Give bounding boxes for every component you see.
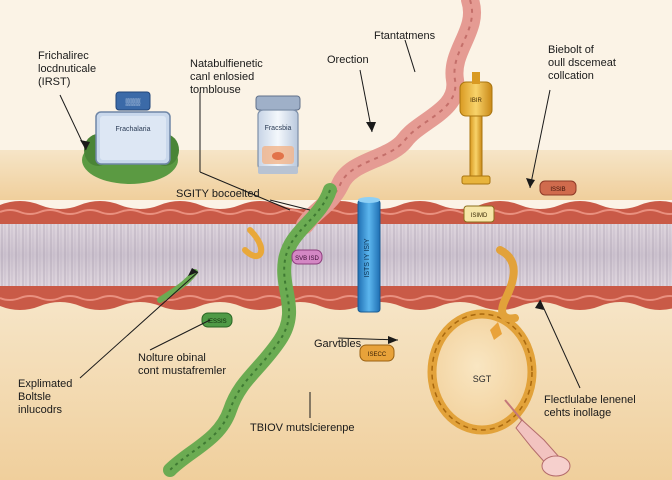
label-bottom-right: Flectlulabe lenenel cehts inollage	[544, 394, 636, 419]
label-top-left: Frichalirec locdnuticale (IRST)	[38, 50, 97, 88]
green-small-fiber	[157, 269, 198, 303]
gold-post-icon: IBIR	[459, 72, 493, 185]
pink-fiber-texture	[304, 0, 473, 226]
label-bottom-left: Explimated Boltsle inlucodrs	[18, 378, 73, 416]
crate-sign	[115, 91, 151, 111]
cytoplasm-region	[0, 300, 672, 480]
red-box-text: ISSIB	[550, 187, 565, 193]
orange-box-text: ISECC	[368, 352, 387, 358]
upper-head-layer	[0, 201, 672, 224]
crate-body-text: Frachalaria	[115, 126, 150, 133]
leader-arrowheads	[80, 122, 544, 344]
crate-sign-text: ▒▒▒	[126, 98, 141, 106]
green-protein-coil	[163, 183, 337, 477]
orange-marker-box	[359, 344, 395, 362]
pink-protein-text: SVB ISD	[295, 256, 319, 262]
label-bottom-center: TBIOV mutslcierenpe	[250, 422, 355, 434]
label-membrane-left: SGITY bocoelted	[176, 188, 260, 200]
channel-text: ISTS IY ISIY	[364, 238, 371, 277]
crate-protein-icon: ▒▒▒ Frachalaria	[82, 91, 179, 184]
membrane-box-text: ISIMD	[471, 213, 488, 219]
label-top-right-center: Ftantatmens	[374, 30, 436, 42]
label-top-center-left: Natabulfienetic canl enlosied tomblouse	[190, 58, 263, 96]
glass-jar-icon: Fracsbia	[255, 95, 301, 174]
jar-body-text: Fracsbia	[265, 125, 292, 132]
lipid-bilayer	[0, 201, 672, 310]
membrane-marker-box	[463, 205, 495, 223]
green-marker-box	[201, 312, 233, 328]
orange-fiber-bit	[242, 227, 265, 259]
syringe-icon	[504, 399, 571, 477]
pink-protein-box	[291, 249, 323, 265]
label-top-center: Orection	[327, 54, 369, 66]
label-middle-center: Garvtbles	[314, 338, 362, 350]
label-middle-left: Nolture obinal cont mustafremler	[138, 352, 227, 377]
green-box-text: IESSIS	[207, 319, 226, 325]
leader-lines	[59, 39, 581, 418]
label-top-right: Biebolt of oull dscemeat collcation	[548, 44, 616, 82]
red-marker-box	[539, 180, 577, 196]
blue-channel-top	[358, 197, 380, 203]
post-sign-text: IBIR	[470, 98, 482, 104]
vesicle-label: SGT	[473, 374, 492, 384]
